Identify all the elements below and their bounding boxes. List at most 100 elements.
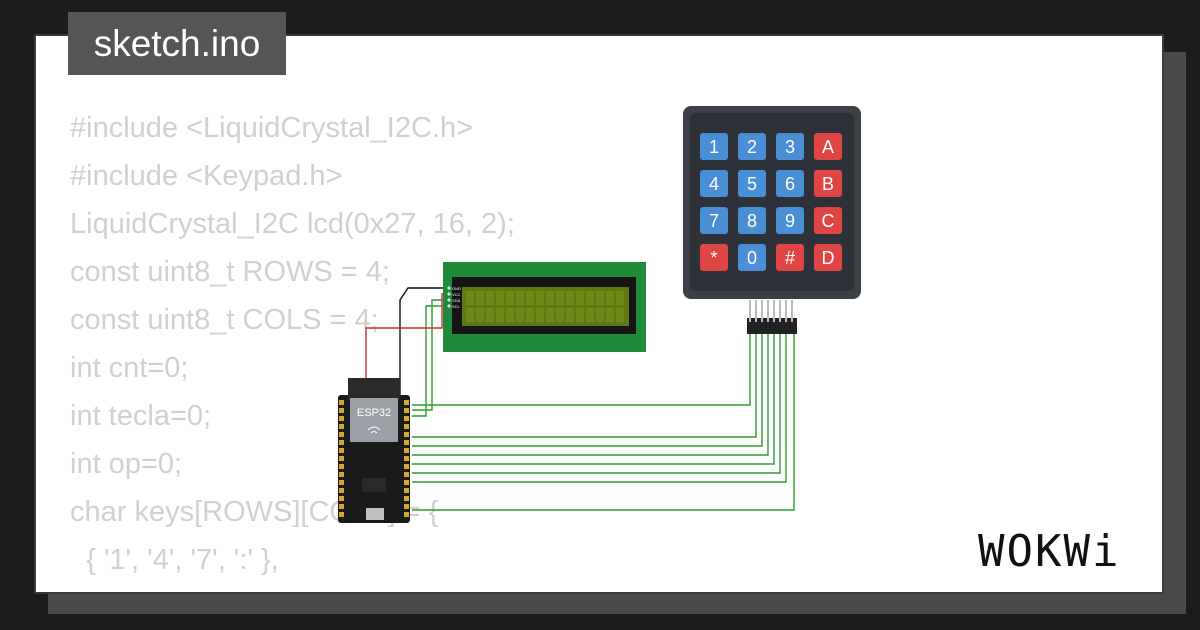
keypad-key xyxy=(738,244,766,271)
wifi-icon xyxy=(367,426,381,434)
esp32-pin xyxy=(404,456,409,461)
code-line: int op=0; xyxy=(70,448,183,480)
lcd-char-cell xyxy=(606,291,614,305)
keypad-key-label: C xyxy=(822,211,835,231)
signal-wire xyxy=(412,334,787,483)
esp32-pin xyxy=(404,488,409,493)
lcd-pin xyxy=(447,286,451,290)
wokwi-logo-text: WOKWi xyxy=(978,526,1121,577)
file-name-label: sketch.ino xyxy=(93,22,261,64)
lcd-pin xyxy=(447,304,451,308)
esp32-pin xyxy=(404,512,409,517)
esp32-pin xyxy=(404,440,409,445)
keypad-key xyxy=(814,133,842,160)
code-line: #include <LiquidCrystal_I2C.h> xyxy=(70,112,474,144)
lcd-char-cell xyxy=(536,291,544,305)
sda-wire xyxy=(412,299,446,411)
keypad-key-label: 1 xyxy=(709,137,719,157)
code-line: const uint8_t COLS = 4; xyxy=(70,304,379,336)
keypad-key xyxy=(738,170,766,197)
lcd-char-cell xyxy=(526,308,534,322)
lcd-char-cell xyxy=(596,308,604,322)
keypad-key-label: * xyxy=(710,248,717,268)
keypad-key-label: 5 xyxy=(747,174,757,194)
keypad-key-label: 0 xyxy=(747,248,757,268)
lcd-char-cell xyxy=(506,291,514,305)
keypad-key xyxy=(700,170,728,197)
lcd-char-cell xyxy=(486,308,494,322)
lcd-char-cell xyxy=(566,291,574,305)
esp32-pin xyxy=(404,480,409,485)
lcd-char-cell xyxy=(516,291,524,305)
wokwi-logo: WOKWi xyxy=(978,526,1120,577)
keypad-key xyxy=(700,133,728,160)
lcd-char-cell xyxy=(466,291,474,305)
keypad-key xyxy=(814,244,842,271)
lcd-char-cell xyxy=(556,308,564,322)
esp32-label: ESP32 xyxy=(357,407,391,419)
keypad-connector xyxy=(747,318,797,334)
esp32-pin xyxy=(404,416,409,421)
signal-wire xyxy=(412,334,781,474)
esp32-pin xyxy=(404,496,409,501)
esp32-pin xyxy=(404,432,409,437)
lcd-pin-label: GND xyxy=(452,286,461,291)
lcd-pin xyxy=(447,298,451,302)
esp32-pin xyxy=(339,504,344,509)
lcd-char-cell xyxy=(606,308,614,322)
lcd-char-cell xyxy=(566,308,574,322)
keypad-key-label: 2 xyxy=(747,137,757,157)
signal-wire xyxy=(412,334,769,456)
lcd-char-cell xyxy=(616,308,624,322)
esp32-pin xyxy=(404,400,409,405)
esp32-chip xyxy=(362,478,386,492)
lcd-pin-label: SCL xyxy=(452,304,461,309)
esp32-pin xyxy=(339,424,344,429)
esp32-pin xyxy=(339,480,344,485)
esp32-pin xyxy=(404,424,409,429)
keypad-key xyxy=(814,170,842,197)
esp32-pin xyxy=(339,464,344,469)
lcd-pin xyxy=(447,292,451,296)
lcd-char-cell xyxy=(516,308,524,322)
code-background: #include <LiquidCrystal_I2C.h> #include <… xyxy=(70,104,515,592)
signal-wire xyxy=(412,334,751,406)
lcd-pin-label: SDA xyxy=(452,298,461,303)
lcd-char-cell xyxy=(586,291,594,305)
esp32-antenna xyxy=(348,378,400,400)
esp32-pin xyxy=(339,448,344,453)
esp32-pin xyxy=(339,488,344,493)
esp32-pin xyxy=(339,400,344,405)
keypad-key xyxy=(776,207,804,234)
lcd-char-cell xyxy=(496,291,504,305)
keypad-key xyxy=(814,207,842,234)
lcd-char-cell xyxy=(556,291,564,305)
esp32-pin xyxy=(339,456,344,461)
esp32-pin xyxy=(339,432,344,437)
esp32-pin xyxy=(404,464,409,469)
gnd-wire xyxy=(399,287,446,440)
keypad-key-label: B xyxy=(822,174,834,194)
lcd-char-cell xyxy=(526,291,534,305)
scl-wire xyxy=(412,305,446,417)
lcd-char-cell xyxy=(536,308,544,322)
keypad-key-label: 4 xyxy=(709,174,719,194)
code-line: #include <Keypad.h> xyxy=(70,160,343,192)
esp32-pin xyxy=(339,408,344,413)
signal-wire xyxy=(412,334,763,447)
code-line: int cnt=0; xyxy=(70,352,189,384)
esp32-shield xyxy=(350,398,398,442)
file-name-tab[interactable]: sketch.ino xyxy=(68,12,286,75)
signal-wire xyxy=(412,334,795,511)
code-line: const uint8_t ROWS = 4; xyxy=(70,256,390,288)
lcd-char-cell xyxy=(546,291,554,305)
lcd-char-cell xyxy=(506,308,514,322)
esp32-pin xyxy=(339,496,344,501)
esp32-pin xyxy=(404,408,409,413)
lcd-char-cell xyxy=(466,308,474,322)
keypad-key xyxy=(738,207,766,234)
lcd-pin-label: VCC xyxy=(452,292,461,297)
esp32-pin xyxy=(339,512,344,517)
esp32-pin xyxy=(404,472,409,477)
